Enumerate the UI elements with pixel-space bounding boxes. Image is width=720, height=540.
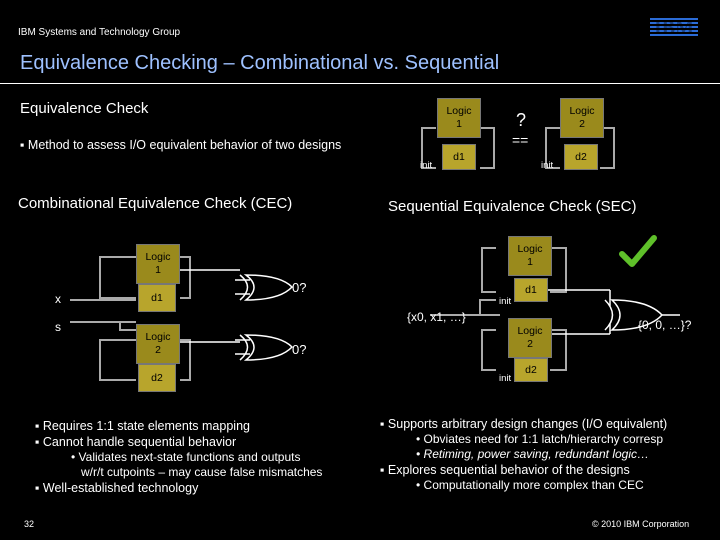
top-question-mark: ? (516, 110, 527, 130)
cec-d1-latch: d1 (138, 284, 176, 312)
cec-heading: Combinational Equivalence Check (CEC) (18, 195, 293, 212)
sec-logic1-label: Logic 1 (517, 243, 543, 268)
page-title: Equivalence Checking – Combinational vs.… (20, 52, 500, 74)
cec-output1: 0? (292, 280, 307, 295)
ibm-logo: IBM (650, 16, 698, 40)
top-equals: == (512, 132, 529, 148)
sec-bullet-2-text: Explores sequential behavior of the desi… (387, 463, 630, 477)
top-init1-label: init (420, 160, 433, 171)
cec-bullet-2: ▪ Cannot handle sequential behavior (35, 435, 237, 449)
title-divider (0, 83, 720, 84)
top-diagram (421, 127, 615, 169)
top-d1-latch: d1 (442, 144, 476, 170)
cec-d2-latch: d2 (138, 364, 176, 392)
cec-logic1-label: Logic 1 (145, 251, 171, 276)
cec-sub-bullet-2: w/r/t cutpoints – may cause false mismat… (81, 465, 323, 479)
top-logic2-label: Logic 2 (569, 105, 595, 130)
sec-bullets: ▪ Supports arbitrary design changes (I/O… (380, 416, 715, 493)
header-group-label: IBM Systems and Technology Group (18, 27, 181, 38)
cec-bullet-1: ▪ Requires 1:1 state elements mapping (35, 419, 250, 433)
sec-d1-label: d1 (525, 284, 537, 296)
cec-logic2-box: Logic 2 (136, 324, 180, 364)
top-logic1-box: Logic 1 (437, 98, 481, 138)
sec-sub-bullet-1-text: Obviates need for 1:1 latch/hierarchy co… (423, 432, 664, 446)
sec-init2-label: init (499, 373, 512, 384)
cec-sub-bullet-1-text: Validates next-state functions and outpu… (78, 450, 301, 464)
top-logic2-box: Logic 2 (560, 98, 604, 138)
sec-init1-label: init (499, 296, 512, 307)
cec-d1-label: d1 (151, 292, 163, 304)
section-subtitle: Equivalence Check (20, 100, 149, 117)
cec-bullet-3-text: Well-established technology (42, 481, 199, 495)
cec-bullet-2-text: Cannot handle sequential behavior (42, 435, 237, 449)
ibm-logo-text: IBM (654, 17, 694, 39)
cec-d2-label: d2 (151, 372, 163, 384)
cec-bullet-1-text: Requires 1:1 state elements mapping (42, 419, 250, 433)
sec-sub-bullet-3-text: Computationally more complex than CEC (423, 478, 644, 492)
sec-d2-latch: d2 (514, 358, 548, 382)
top-init2-label: init (541, 160, 554, 171)
page-number: 32 (24, 519, 35, 529)
sec-sub-bullet-3: • Computationally more complex than CEC (416, 478, 644, 492)
sec-d2-label: d2 (525, 364, 537, 376)
top-d2-latch: d2 (564, 144, 598, 170)
cec-logic1-box: Logic 1 (136, 244, 180, 284)
top-d1-label: d1 (453, 151, 465, 163)
cec-input-x: x (55, 292, 61, 306)
cec-sub-bullet-1: • Validates next-state functions and out… (71, 450, 301, 464)
sec-logic2-label: Logic 2 (517, 325, 543, 350)
sec-sub-bullet-2-text: Retiming, power saving, redundant logic… (423, 447, 649, 461)
top-d2-label: d2 (575, 151, 587, 163)
sec-d1-latch: d1 (514, 278, 548, 302)
sec-bullet-1: ▪ Supports arbitrary design changes (I/O… (380, 417, 668, 431)
cec-diagram (70, 256, 294, 381)
cec-output2: 0? (292, 342, 307, 357)
sec-output-sequence: {0, 0, …}? (638, 318, 692, 332)
cec-input-s: s (55, 320, 61, 334)
cec-logic2-label: Logic 2 (145, 331, 171, 356)
intro-bullet-text: Method to assess I/O equivalent behavior… (27, 138, 342, 152)
sec-bullet-1-text: Supports arbitrary design changes (I/O e… (387, 417, 668, 431)
sec-logic2-box: Logic 2 (508, 318, 552, 358)
cec-bullet-3: ▪ Well-established technology (35, 481, 199, 495)
copyright: © 2010 IBM Corporation (592, 519, 690, 529)
sec-input-sequence: {x0, x1, …} (407, 310, 466, 324)
sec-sub-bullet-1: • Obviates need for 1:1 latch/hierarchy … (416, 432, 664, 446)
cec-bullets: ▪ Requires 1:1 state elements mapping ▪ … (35, 418, 365, 496)
sec-logic1-box: Logic 1 (508, 236, 552, 276)
sec-diagram (430, 247, 680, 371)
intro-bullet: ▪ Method to assess I/O equivalent behavi… (20, 138, 342, 152)
sec-bullet-2: ▪ Explores sequential behavior of the de… (380, 463, 630, 477)
sec-sub-bullet-2: • Retiming, power saving, redundant logi… (416, 447, 649, 461)
top-logic1-label: Logic 1 (446, 105, 472, 130)
sec-heading: Sequential Equivalence Check (SEC) (388, 198, 637, 215)
check-mark-icon (619, 235, 657, 267)
